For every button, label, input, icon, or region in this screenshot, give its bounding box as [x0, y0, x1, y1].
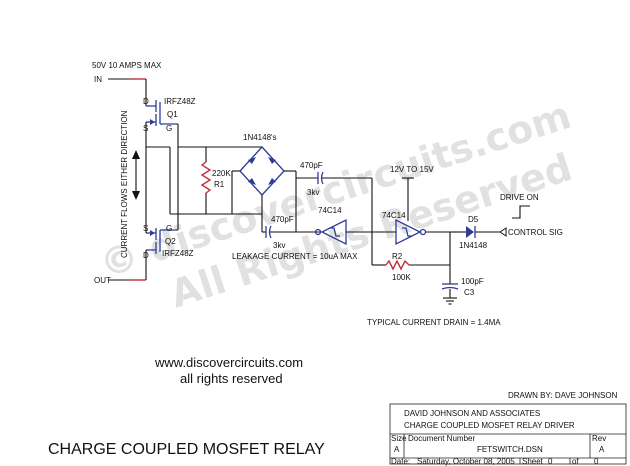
- rev-value: A: [599, 445, 605, 454]
- d5-part-label: 1N4148: [459, 241, 488, 250]
- page-title: CHARGE COUPLED MOSFET RELAY: [48, 441, 325, 458]
- rev-label: Rev: [592, 434, 606, 443]
- q2-part-label: IRFZ48Z: [162, 249, 194, 258]
- q2-drain-label: D: [143, 251, 149, 260]
- sheet-value: 0: [548, 457, 553, 466]
- q1-part-label: IRFZ48Z: [164, 97, 196, 106]
- mosfet-q1: [145, 100, 178, 147]
- resistor-r2: [371, 232, 450, 271]
- control-signal-input: [499, 205, 530, 237]
- in-terminal-label: IN: [94, 75, 102, 84]
- title-block: DRAWN BY: DAVE JOHNSON DAVID JOHNSON AND…: [389, 391, 627, 466]
- size-value: A: [394, 445, 400, 454]
- cap-bottom-value-label: 470pF: [271, 215, 294, 224]
- capacitor-bottom: [261, 214, 322, 239]
- q1-source-label: S: [143, 124, 148, 133]
- q1-drain-label: D: [143, 97, 149, 106]
- c3-ref-label: C3: [464, 288, 475, 297]
- r2-ref-label: R2: [392, 252, 403, 261]
- inverter-1-label: 74C14: [318, 206, 342, 215]
- sheet-label: Sheet: [522, 457, 544, 466]
- q2-ref-label: Q2: [165, 237, 176, 246]
- capacitor-c3: [441, 232, 459, 305]
- date-value: Saturday, October 08, 2005: [417, 457, 515, 466]
- diode-bridge: [231, 146, 297, 232]
- mosfet-q2: [145, 228, 178, 256]
- q2-gate-label: G: [166, 224, 172, 233]
- company-name: DAVID JOHNSON AND ASSOCIATES: [404, 409, 540, 418]
- diode-d5: [450, 226, 500, 238]
- document-number: FETSWITCH.DSN: [477, 445, 543, 454]
- capacitor-top: [296, 171, 373, 232]
- q1-gate-label: G: [166, 124, 172, 133]
- drawing-title: CHARGE COUPLED MOSFET RELAY DRIVER: [404, 421, 575, 430]
- current-flow-label: CURRENT FLOWS EITHER DIRECTION: [120, 110, 129, 258]
- supply-2-label: 12V TO 15V: [390, 165, 434, 174]
- inverter-2: [372, 177, 450, 246]
- d5-ref-label: D5: [468, 215, 479, 224]
- website-rights: all rights reserved: [180, 371, 283, 386]
- control-signal-label: CONTROL SIG: [508, 228, 563, 237]
- drive-on-label: DRIVE ON: [500, 193, 539, 202]
- bidirectional-arrow-icon: [132, 150, 140, 200]
- out-terminal-label: OUT: [94, 276, 111, 285]
- supply-label: 50V 10 AMPS MAX: [92, 61, 162, 70]
- leakage-label: LEAKAGE CURRENT = 10uA MAX: [232, 252, 358, 261]
- cap-top-volt-label: 3kv: [307, 188, 319, 197]
- cap-top-value-label: 470pF: [300, 161, 323, 170]
- r1-value-label: 220K: [212, 169, 231, 178]
- c3-value-label: 100pF: [461, 277, 484, 286]
- power-section: [108, 78, 262, 281]
- resistor-r1: [200, 147, 212, 214]
- r2-value-label: 100K: [392, 273, 411, 282]
- drawn-by-label: DRAWN BY: DAVE JOHNSON: [508, 391, 618, 400]
- cap-bottom-volt-label: 3kv: [273, 241, 285, 250]
- of-label: of: [572, 457, 579, 466]
- r1-ref-label: R1: [214, 180, 225, 189]
- size-label: Size: [391, 434, 407, 443]
- website-url: www.discovercircuits.com: [154, 355, 303, 370]
- document-number-label: Document Number: [408, 434, 475, 443]
- q1-ref-label: Q1: [167, 110, 178, 119]
- bridge-label: 1N4148's: [243, 133, 277, 142]
- typical-current-label: TYPICAL CURRENT DRAIN = 1.4MA: [367, 318, 501, 327]
- inverter-2-label: 74C14: [382, 211, 406, 220]
- date-label: Date:: [391, 457, 410, 466]
- inverter-1: [314, 218, 372, 246]
- of-value: 0: [594, 457, 599, 466]
- q2-source-label: S: [143, 224, 148, 233]
